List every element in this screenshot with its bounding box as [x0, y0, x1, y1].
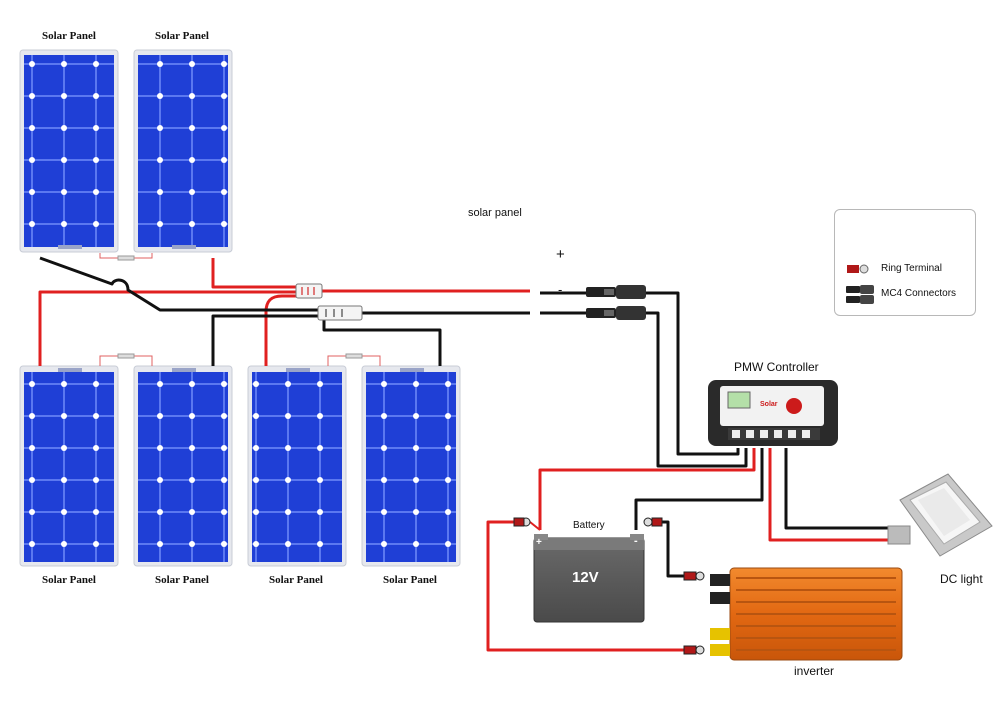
solar-panel-bottom-2 [133, 365, 233, 567]
label-solar-panel-bottom-2: Solar Panel [155, 574, 209, 586]
panel-jumpers [99, 253, 381, 366]
mc4-connector-negative [586, 306, 646, 320]
branch-connector-positive [295, 283, 323, 299]
label-battery-plus: + [536, 537, 542, 548]
label-battery-minus: - [634, 535, 638, 547]
label-solar-panel-bottom-3: Solar Panel [269, 574, 323, 586]
solar-panel-bottom-3 [247, 365, 347, 567]
label-dc-light: DC light [940, 572, 983, 586]
label-minus-sign: - [558, 282, 563, 297]
solar-panel-bottom-1 [19, 365, 119, 567]
branch-connector-negative [317, 305, 363, 321]
label-plus-sign: + [556, 246, 565, 263]
solar-panel-bottom-4 [361, 365, 461, 567]
label-solar-panel-caption: solar panel [468, 207, 522, 219]
label-solar-panel-top-left: Solar Panel [42, 30, 96, 42]
battery [533, 534, 645, 623]
label-pmw-controller: PMW Controller [734, 360, 819, 374]
label-solar-panel-bottom-4: Solar Panel [383, 574, 437, 586]
label-inverter: inverter [794, 664, 835, 678]
label-battery: Battery [573, 520, 605, 531]
legend-ring-terminal-label: Ring Terminal [881, 263, 942, 274]
legend-box: Ring Terminal MC4 Connectors [834, 209, 976, 316]
positive-wires [38, 258, 890, 652]
label-solar-panel-top-right: Solar Panel [155, 30, 209, 42]
label-battery-voltage: 12V [572, 569, 599, 586]
label-controller-brand: Solar [760, 401, 778, 408]
solar-panel-top-right [133, 49, 233, 253]
inverter [710, 567, 903, 661]
ring-terminals [513, 517, 705, 655]
ring-terminal-icon [847, 264, 869, 274]
legend-mc4-label: MC4 Connectors [881, 288, 957, 299]
mc4-connector-positive [586, 285, 646, 299]
pmw-controller [708, 380, 838, 446]
mc4-connector-icon [846, 285, 874, 304]
dc-light [887, 473, 993, 557]
solar-panel-top-left [19, 49, 119, 253]
label-solar-panel-bottom-1: Solar Panel [42, 574, 96, 586]
